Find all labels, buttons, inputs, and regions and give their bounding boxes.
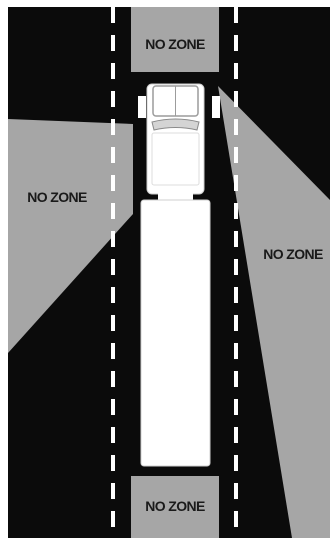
right-zone-label: NO ZONE <box>263 246 323 262</box>
truck-trailer <box>141 200 210 466</box>
fifth-wheel <box>158 193 193 200</box>
front-zone-label: NO ZONE <box>145 36 205 52</box>
right-mirror <box>212 96 220 118</box>
rear-zone-label: NO ZONE <box>145 498 205 514</box>
left-zone-label: NO ZONE <box>27 189 87 205</box>
left-mirror <box>138 96 146 118</box>
